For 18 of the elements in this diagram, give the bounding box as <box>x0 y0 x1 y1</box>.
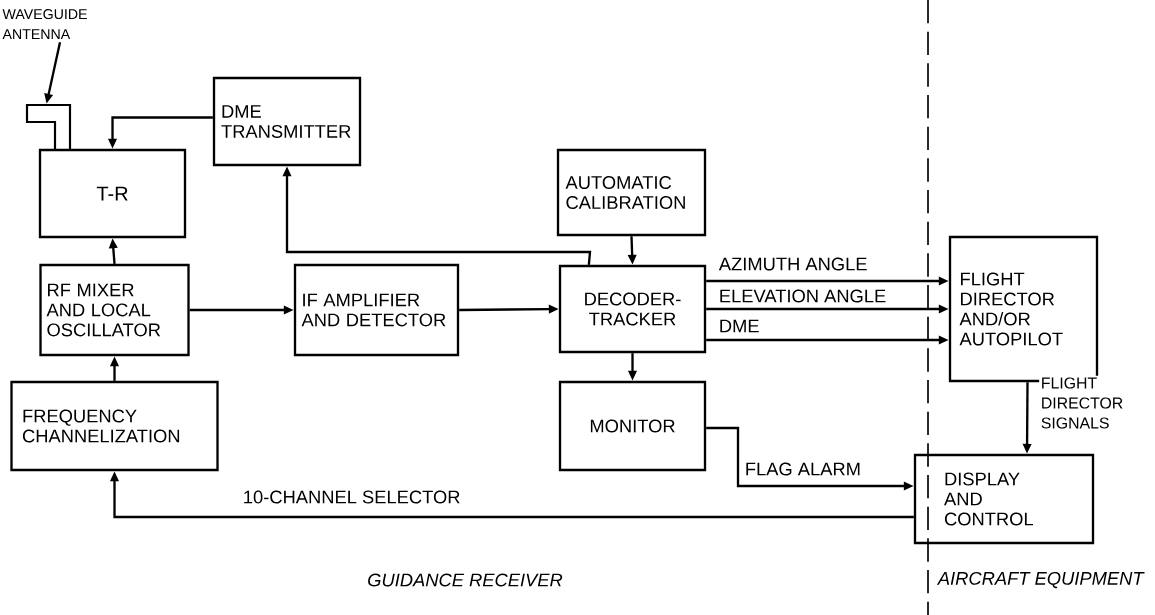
edge-label: ELEVATION ANGLE <box>717 287 888 305</box>
edge-label: AZIMUTH ANGLE <box>717 255 870 273</box>
process-box: DECODER-TRACKER <box>558 264 707 354</box>
waveguide-antenna-drawing <box>25 103 72 150</box>
callout-text: WAVEGUIDE ANTENNA <box>2 9 87 39</box>
process-box: DME TRANSMITTER <box>212 76 362 167</box>
process-box: RF MIXER AND LOCAL OSCILLATOR <box>39 263 190 357</box>
process-box: IF AMPLIFIER AND DETECTOR <box>293 263 460 357</box>
process-box: T-R <box>38 148 187 239</box>
process-box: FREQUENCY CHANNELIZATION <box>10 380 219 472</box>
edge-label: FLAG ALARM <box>743 460 863 478</box>
process-box: AUTOMATIC CALIBRATION <box>556 148 707 237</box>
process-box: DISPLAY AND CONTROL <box>913 453 1095 545</box>
section-label: GUIDANCE RECEIVER <box>368 573 563 587</box>
edge-label: 10-CHANNEL SELECTOR <box>241 488 463 506</box>
process-box: MONITOR <box>558 380 707 472</box>
section-label: AIRCRAFT EQUIPMENT <box>936 571 1145 589</box>
edge-label: DME <box>717 318 762 334</box>
